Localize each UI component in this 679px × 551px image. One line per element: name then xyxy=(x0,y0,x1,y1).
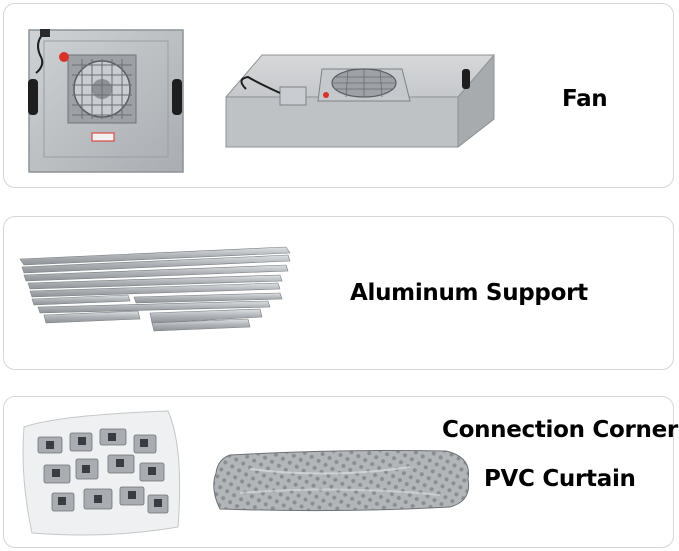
aluminum-support-panel: Aluminum Support xyxy=(3,216,674,370)
fan-panel: Fan xyxy=(3,3,674,188)
fan-label: Fan xyxy=(562,86,608,112)
pvc-curtain-roll-icon xyxy=(213,450,470,512)
hardware-bag-icon xyxy=(22,410,181,536)
fan-box-icon xyxy=(225,53,495,149)
connection-corner-panel: Connection Corner PVC Curtain xyxy=(3,396,678,548)
connection-corner-label: Connection Corner xyxy=(442,417,678,443)
fan-unit-icon xyxy=(28,29,184,173)
aluminum-profiles-icon xyxy=(19,246,291,332)
pvc-curtain-label: PVC Curtain xyxy=(484,466,636,492)
aluminum-support-label: Aluminum Support xyxy=(350,280,588,306)
